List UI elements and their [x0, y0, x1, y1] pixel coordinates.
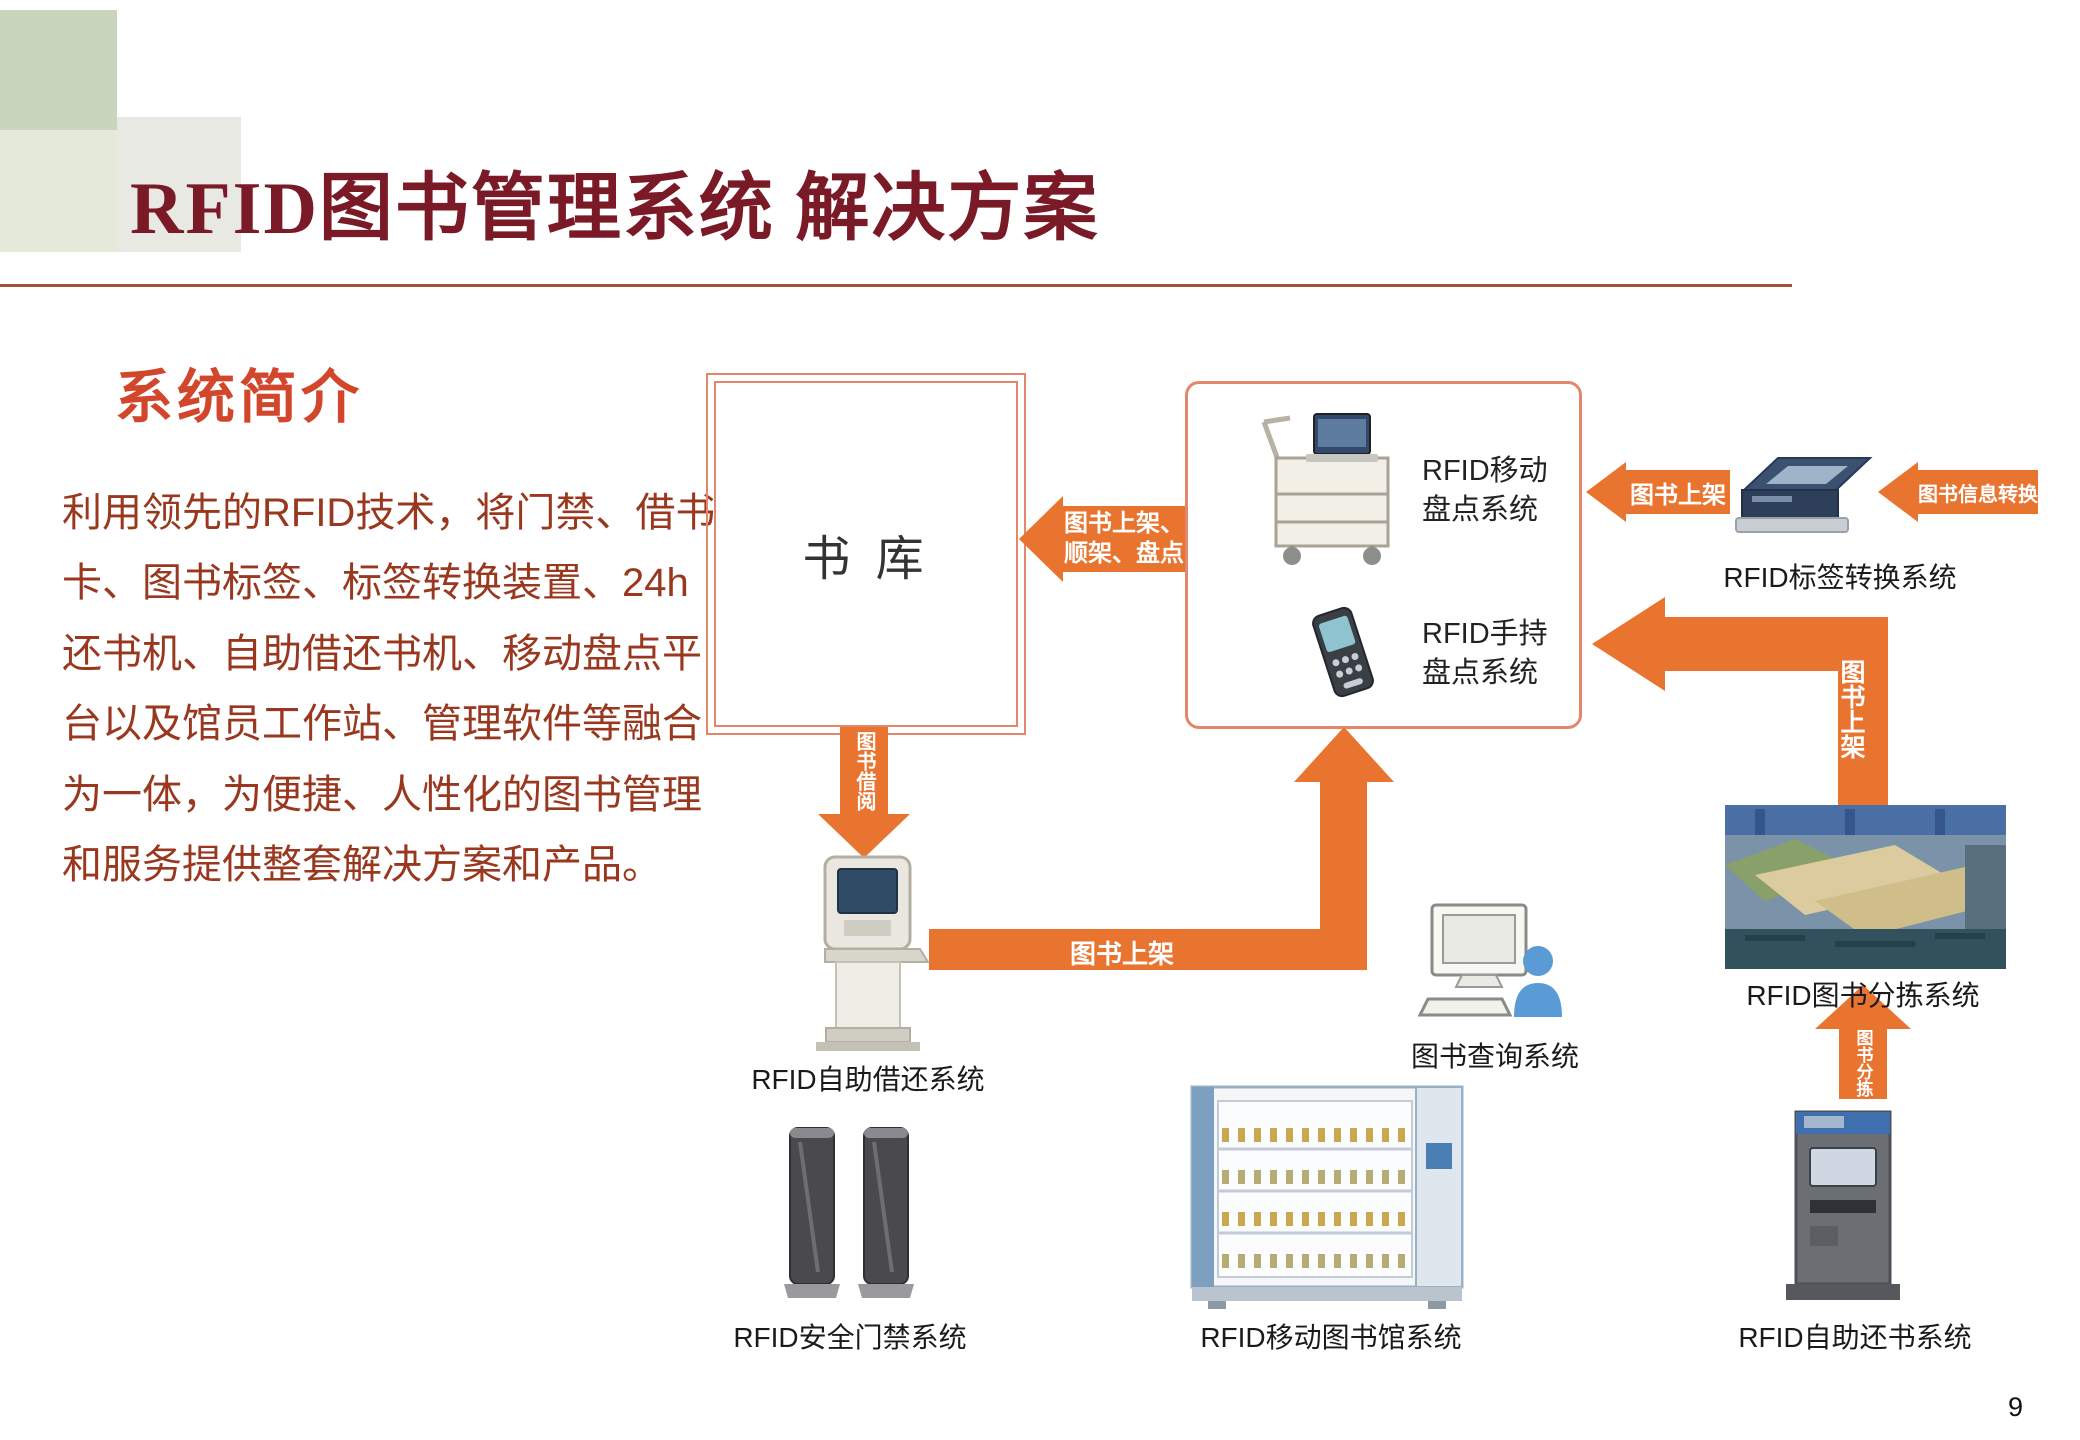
- security-gate-illustration: [784, 1127, 914, 1298]
- decor-square-gray: [117, 117, 241, 252]
- sorting-system-illustration: [1725, 805, 2006, 969]
- arrow-borrow-label: 图书借阅: [840, 727, 888, 814]
- self-return-illustration: [1786, 1110, 1900, 1300]
- query-system-label: 图书查询系统: [1410, 1041, 1579, 1072]
- arrow-info-convert-label: 图书信息转换: [1918, 470, 2038, 514]
- security-gate-label: RFID安全门禁系统: [733, 1322, 967, 1353]
- mobile-library-illustration: [1190, 1085, 1464, 1309]
- inventory-group-box: [1185, 381, 1582, 729]
- self-checkout-kiosk-illustration: [816, 855, 930, 1051]
- tag-converter-illustration: [1735, 457, 1873, 533]
- book-repository-box: 书 库: [706, 373, 1026, 735]
- tag-converter-label: RFID标签转换系统: [1723, 562, 1957, 593]
- book-cart-illustration: [1261, 413, 1390, 565]
- self-return-label: RFID自助还书系统: [1738, 1322, 1972, 1353]
- mobile-inventory-label: RFID移动 盘点系统: [1422, 455, 1548, 527]
- title-divider: [0, 284, 1792, 287]
- decor-square-green: [0, 10, 117, 130]
- arrow-shelve-from-checkout-hbody: [929, 929, 1367, 970]
- arrow-shelve-from-checkout-label: 图书上架: [1070, 939, 1175, 969]
- sorting-system-label: RFID图书分拣系统: [1746, 980, 1980, 1011]
- arrow-shelve-inventory-label: 图书上架、 顺架、盘点: [1063, 506, 1185, 572]
- arrow-shelve-from-converter-head: [1586, 462, 1626, 522]
- arrow-shelve-from-checkout-head: [1294, 727, 1394, 782]
- arrow-shelve-from-checkout-vbody: [1320, 780, 1367, 970]
- section-heading: 系统简介: [115, 365, 364, 430]
- arrow-info-convert-head: [1878, 462, 1918, 522]
- arrow-shelve-from-sorter-label: 图书上架: [1837, 617, 1888, 807]
- arrow-shelve-from-sorter-head: [1592, 597, 1665, 691]
- intro-paragraph: 利用领先的RFID技术，将门禁、借书卡、图书标签、标签转换装置、24h还书机、自…: [62, 491, 716, 887]
- arrow-shelve-from-converter-label: 图书上架: [1626, 470, 1730, 514]
- book-repository-label: 书 库: [802, 533, 930, 586]
- mobile-library-label: RFID移动图书馆系统: [1200, 1322, 1462, 1353]
- arrow-shelve-inventory-head: [1019, 496, 1063, 582]
- page-number: 9: [2008, 1392, 2024, 1422]
- handheld-inventory-label: RFID手持 盘点系统: [1422, 618, 1548, 690]
- arrow-sort-head: [1815, 985, 1911, 1029]
- self-checkout-label: RFID自助借还系统: [751, 1064, 985, 1095]
- decor-square-light: [0, 130, 117, 252]
- page-title: RFID图书管理系统 解决方案: [130, 168, 1100, 250]
- arrow-sort-label: 图书分拣: [1839, 1027, 1887, 1099]
- handheld-terminal-illustration: [1312, 606, 1374, 698]
- arrow-borrow-head: [818, 814, 910, 858]
- query-system-illustration: [1418, 903, 1562, 1017]
